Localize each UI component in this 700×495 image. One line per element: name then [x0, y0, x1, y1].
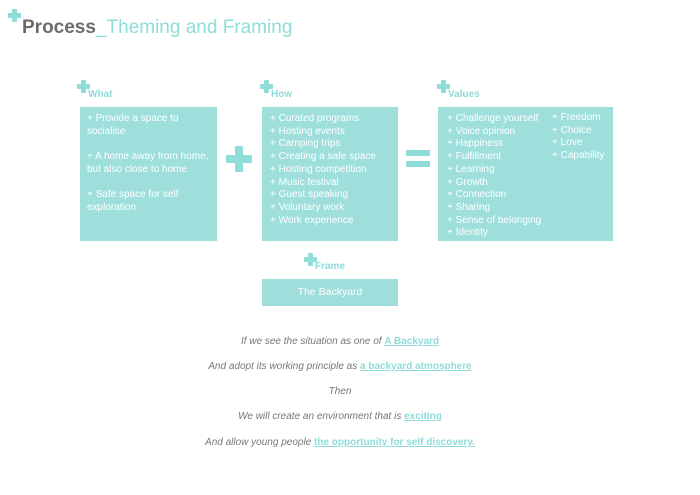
- how-item: + Hosting events: [270, 125, 345, 137]
- how-item: + Camping trips: [270, 138, 341, 150]
- what-box: + Provide a space to socialise + A home …: [80, 107, 217, 241]
- values-list-right: + Freedom + Choice + Love + Capability: [552, 112, 605, 163]
- what-label: What: [88, 89, 113, 100]
- what-item: + A home away from home, but also close …: [87, 150, 209, 175]
- frame-value: The Backyard: [297, 286, 363, 299]
- values-item: + Happiness: [447, 138, 503, 150]
- how-item: + Work experience: [270, 214, 354, 226]
- values-item: + Freedom: [552, 112, 601, 123]
- title-plus-icon: [8, 9, 21, 22]
- values-item: + Challenge yourself: [447, 113, 539, 124]
- values-box: + Challenge yourself + Voice opinion + H…: [438, 107, 613, 241]
- values-item: + Identity: [447, 227, 488, 239]
- values-item: + Love: [552, 137, 583, 149]
- values-item: + Sense of belonging: [447, 214, 542, 226]
- values-item: + Voice opinion: [447, 125, 516, 137]
- statement-highlight: exciting: [404, 411, 442, 422]
- statement-text: And adopt its working principle as: [208, 361, 361, 372]
- values-item: + Growth: [447, 176, 488, 188]
- frame-box: The Backyard: [262, 279, 398, 306]
- how-plus-icon: [260, 80, 273, 93]
- statement-highlight: A Backyard: [384, 336, 440, 347]
- statement-text: And allow young people: [205, 437, 315, 448]
- statement-line: And allow young people the opportunity f…: [0, 437, 680, 448]
- statement-text: If we see the situation as one of: [240, 336, 385, 347]
- how-item: + Voluntary work: [270, 201, 345, 213]
- values-item: + Sharing: [447, 201, 491, 213]
- statement-text: Then: [328, 386, 352, 397]
- how-item: + Hosting competition: [270, 163, 367, 175]
- plus-operator-icon: [226, 146, 252, 172]
- page-title-bold: Process: [22, 17, 96, 38]
- what-plus-icon: [77, 80, 90, 93]
- page-title-rest: _Theming and Framing: [95, 17, 293, 38]
- values-item: + Learning: [447, 163, 495, 175]
- how-item: + Creating a safe space: [270, 151, 376, 163]
- values-list-left: + Challenge yourself + Voice opinion + H…: [447, 113, 541, 240]
- how-list: + Curated programs + Hosting events + Ca…: [270, 113, 392, 227]
- page-title: Process_Theming and Framing: [22, 17, 292, 39]
- how-item: + Guest speaking: [270, 189, 349, 201]
- frame-plus-icon: [304, 253, 317, 266]
- equals-operator-icon: [406, 150, 430, 167]
- statement-highlight: a backyard atmosphere: [360, 361, 472, 372]
- what-list: + Provide a space to socialise + A home …: [87, 113, 209, 214]
- values-item: + Connection: [447, 189, 507, 201]
- values-item: + Capability: [552, 150, 605, 162]
- values-label: Values: [448, 89, 480, 100]
- statement-line: We will create an environment that is ex…: [0, 411, 680, 422]
- how-item: + Curated programs: [270, 113, 360, 124]
- statement-line: If we see the situation as one of A Back…: [0, 336, 680, 347]
- how-item: + Music festival: [270, 176, 339, 188]
- statement-line: Then: [0, 386, 680, 397]
- values-plus-icon: [437, 80, 450, 93]
- values-item: + Fulfillment: [447, 151, 502, 163]
- statement-text: We will create an environment that is: [238, 411, 405, 422]
- what-item: + Provide a space to socialise: [87, 113, 179, 137]
- frame-label: Frame: [315, 261, 346, 272]
- statement-highlight: the opportunity for self discovery.: [314, 437, 475, 448]
- values-item: + Choice: [552, 124, 592, 136]
- statement-line: And adopt its working principle as a bac…: [0, 361, 680, 372]
- how-label: How: [271, 89, 293, 100]
- how-box: + Curated programs + Hosting events + Ca…: [262, 107, 398, 241]
- what-item: + Safe space for self exploration: [87, 188, 179, 213]
